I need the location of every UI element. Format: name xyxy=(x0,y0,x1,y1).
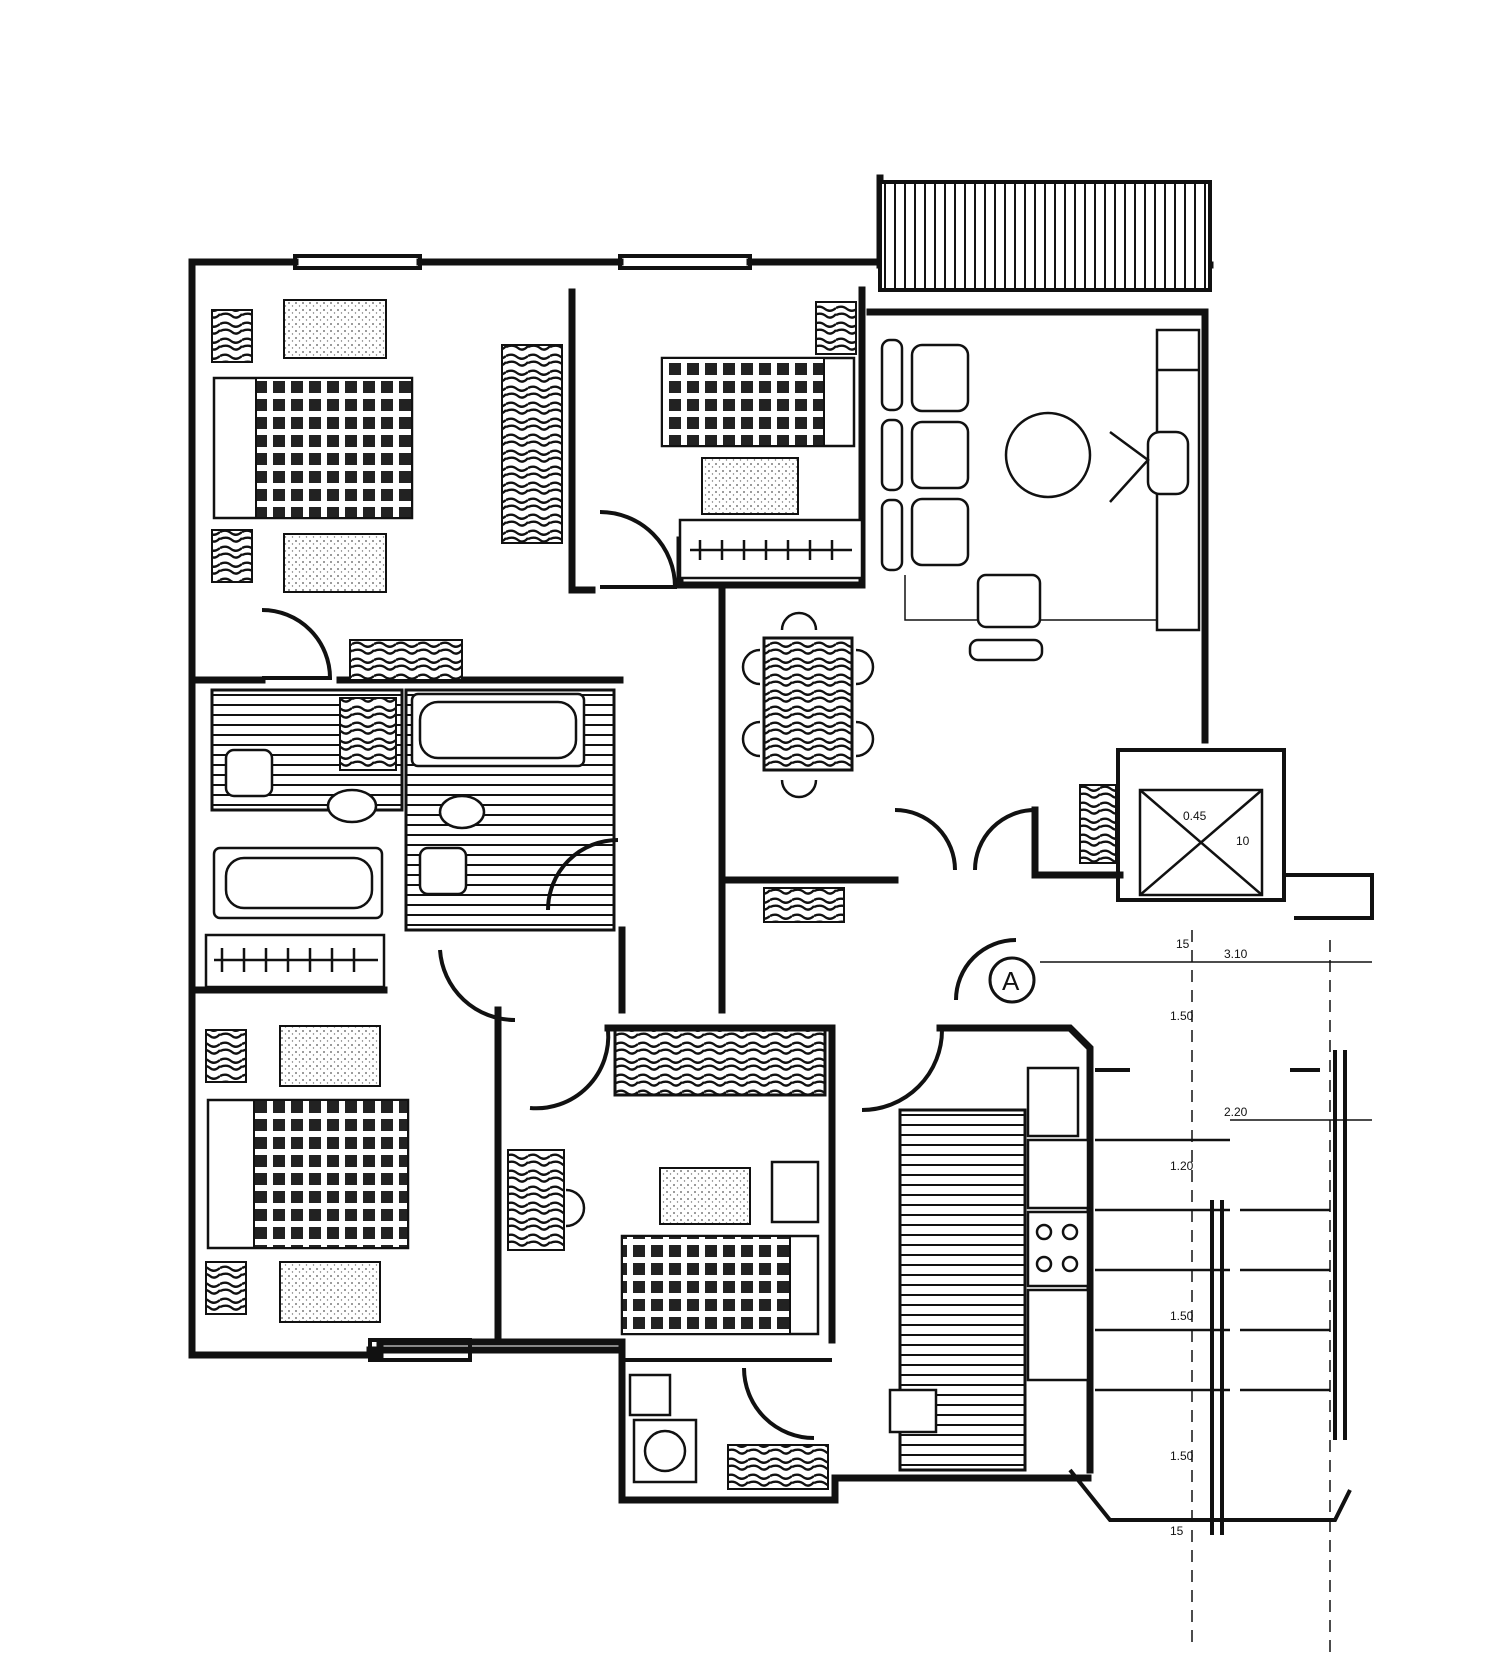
balcony xyxy=(878,180,1212,292)
sink xyxy=(418,846,468,896)
pouf xyxy=(976,573,1042,629)
elevator: 0.45 10 xyxy=(1048,748,1374,920)
toilet xyxy=(326,788,378,824)
dim-v-5: 1.50 xyxy=(1170,1449,1194,1463)
fridge xyxy=(1026,1066,1080,1138)
armchair xyxy=(910,497,970,567)
stairwell xyxy=(1068,1050,1352,1535)
dining-table xyxy=(762,636,854,772)
elevator-label-1: 0.45 xyxy=(1183,809,1207,823)
bedroom-4 xyxy=(507,1024,836,1344)
laundry xyxy=(622,1358,832,1490)
hallway-walls xyxy=(494,876,726,1034)
kitchen xyxy=(861,1024,1094,1474)
wardrobe xyxy=(613,1028,827,1097)
dim-h-1: 3.10 xyxy=(1224,947,1248,961)
stove xyxy=(1026,1210,1090,1288)
dim-v-6: 15 xyxy=(1170,1524,1184,1538)
hall-closet xyxy=(204,639,463,989)
dim-v-1: 15 xyxy=(1176,937,1190,951)
toilet xyxy=(438,794,486,830)
sink xyxy=(888,1388,938,1434)
sink xyxy=(224,748,274,798)
bedroom-2 xyxy=(599,286,866,589)
dim-v-3: 1.20 xyxy=(1170,1159,1194,1173)
unit-marker: A xyxy=(954,938,1036,1004)
armchair xyxy=(910,343,970,413)
desk xyxy=(507,1149,565,1251)
bedroom-1 xyxy=(188,288,624,684)
dining-area xyxy=(718,581,1124,923)
coffee-table xyxy=(1004,411,1092,499)
dim-v-2: 1.50 xyxy=(1170,1009,1194,1023)
dim-v-4: 1.50 xyxy=(1170,1309,1194,1323)
unit-marker-label: A xyxy=(1002,966,1020,996)
dimension-lines: 3.10 2.20 15 1.50 1.20 1.50 1.50 15 xyxy=(1040,930,1372,1660)
armchair xyxy=(910,420,970,490)
living-room xyxy=(880,328,1201,662)
bedroom-3 xyxy=(188,949,516,1344)
sink xyxy=(628,1373,672,1417)
wardrobe xyxy=(501,344,563,544)
elevator-label-2: 10 xyxy=(1236,834,1250,848)
dim-h-2: 2.20 xyxy=(1224,1105,1248,1119)
bathrooms xyxy=(210,688,619,932)
tv xyxy=(1146,430,1190,496)
